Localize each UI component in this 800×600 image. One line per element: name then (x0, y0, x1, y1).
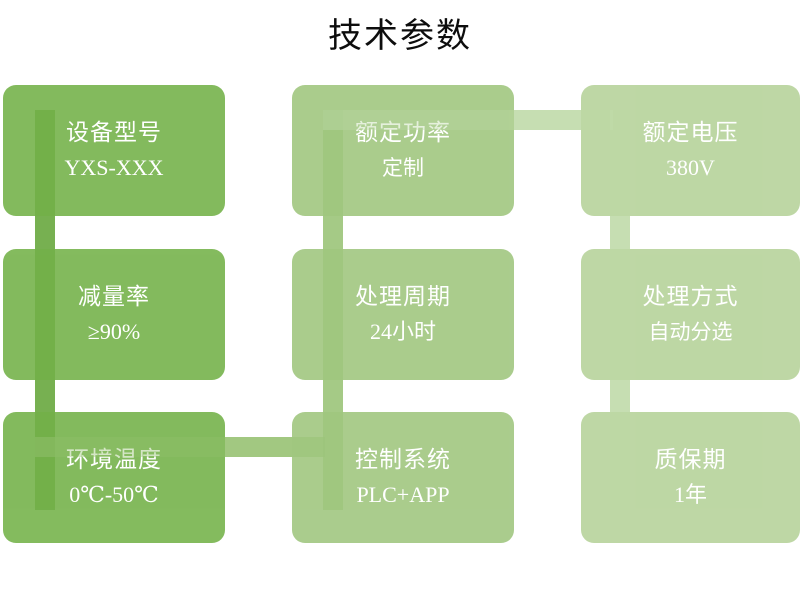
node-control-system[interactable]: 控制系统 PLC+APP (292, 412, 514, 543)
node-title: 设备型号 (66, 120, 162, 146)
node-title: 处理方式 (642, 284, 739, 310)
node-value: YXS-XXX (64, 155, 164, 180)
node-title: 处理周期 (355, 284, 451, 310)
node-reduction-rate[interactable]: 减量率 ≥90% (3, 249, 225, 380)
node-value: 24小时 (369, 319, 436, 344)
node-title: 质保期 (654, 447, 727, 473)
node-title: 环境温度 (66, 447, 162, 473)
connector-overlay-col3-vertical (610, 110, 630, 510)
node-rated-power[interactable]: 额定功率定制 (292, 85, 514, 216)
node-warranty-period[interactable]: 质保期 1年 (581, 412, 800, 543)
node-title: 额定电压 (642, 120, 739, 146)
node-value: ≥90% (87, 319, 141, 344)
connector-overlay-top-middle-to-right-horizontal (323, 110, 613, 130)
node-value: 1年 (673, 482, 707, 507)
node-value: PLC+APP (356, 482, 450, 507)
node-title: 控制系统 (355, 447, 451, 473)
node-value: 0℃-50℃ (69, 482, 159, 507)
connector-overlay-col1-vertical (35, 110, 55, 510)
node-value: 自动分选 (648, 320, 733, 344)
node-treatment-method[interactable]: 处理方式自动分选 (581, 249, 800, 380)
node-ambient-temperature[interactable]: 环境温度 0℃-50℃ (3, 412, 225, 543)
node-device-model[interactable]: 设备型号 YXS-XXX (3, 85, 225, 216)
node-value: 定制 (382, 156, 424, 180)
connector-overlay-bottom-left-to-middle-horizontal (35, 437, 325, 457)
node-treatment-cycle[interactable]: 处理周期 24小时 (292, 249, 514, 380)
node-value: 380V (666, 155, 715, 180)
node-rated-voltage[interactable]: 额定电压 380V (581, 85, 800, 216)
page-title: 技术参数 (328, 16, 472, 56)
node-title: 额定功率 (355, 120, 451, 146)
connector-overlay-col2-vertical (323, 110, 343, 510)
node-title: 减量率 (78, 284, 150, 310)
